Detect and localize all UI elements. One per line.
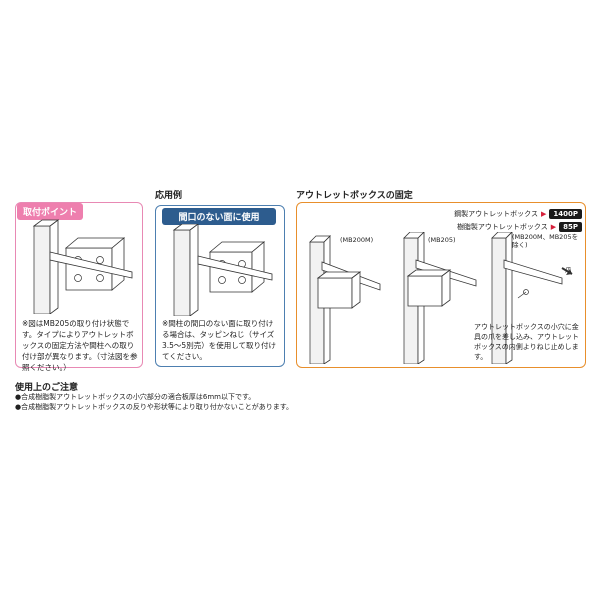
claw-label: 爪 [565, 266, 572, 274]
mount-point-note: ※図はMB205の取り付け状態です。タイプによりアウトレットボックスの固定方法や… [22, 319, 138, 372]
steel-box-row: 鋼製アウトレットボックス ▶ 1400P [454, 209, 582, 219]
caution-heading: 使用上のご注意 [15, 383, 79, 393]
model-b-label: (MB205) [428, 236, 456, 244]
application-note: ※間柱の間口のない面に取り付ける場合は、タッピンねじ（サイズ3.5～5別売）を使… [162, 319, 276, 361]
arrow-right-icon: ▶ [540, 210, 547, 218]
mount-illustration [32, 219, 133, 314]
steel-box-label: 鋼製アウトレットボックス [454, 210, 538, 218]
steel-box-code: 1400P [549, 209, 582, 219]
resin-box-row: 樹脂製アウトレットボックス ▶ 85P [457, 222, 582, 232]
resin-box-label: 樹脂製アウトレットボックス [456, 223, 548, 231]
caution-item: ●合成樹脂製アウトレットボックスの小穴部分の適合板厚は6mm以下です。 [15, 393, 256, 401]
fixing-illustration [309, 232, 573, 364]
arrow-right-icon: ▶ [550, 223, 557, 231]
resin-box-code: 85P [559, 222, 582, 232]
fixing-heading: アウトレットボックスの固定 [296, 191, 413, 201]
fixing-note: アウトレットボックスの小穴に金具の爪を差し込み、アウトレットボックスの内側よりね… [474, 323, 579, 361]
application-heading: 応用例 [155, 191, 183, 201]
caution-item: ●合成樹脂製アウトレットボックスの反りや形状等により取り付かないことがあります。 [15, 403, 294, 411]
application-tag: 間口のない面に使用 [162, 208, 276, 225]
model-c-label: (MB200M、MB205を除く) [512, 233, 579, 249]
mount-point-tag: 取付ポイント [17, 203, 84, 220]
model-a-label: (MB200M) [340, 236, 374, 244]
application-illustration [172, 224, 273, 316]
